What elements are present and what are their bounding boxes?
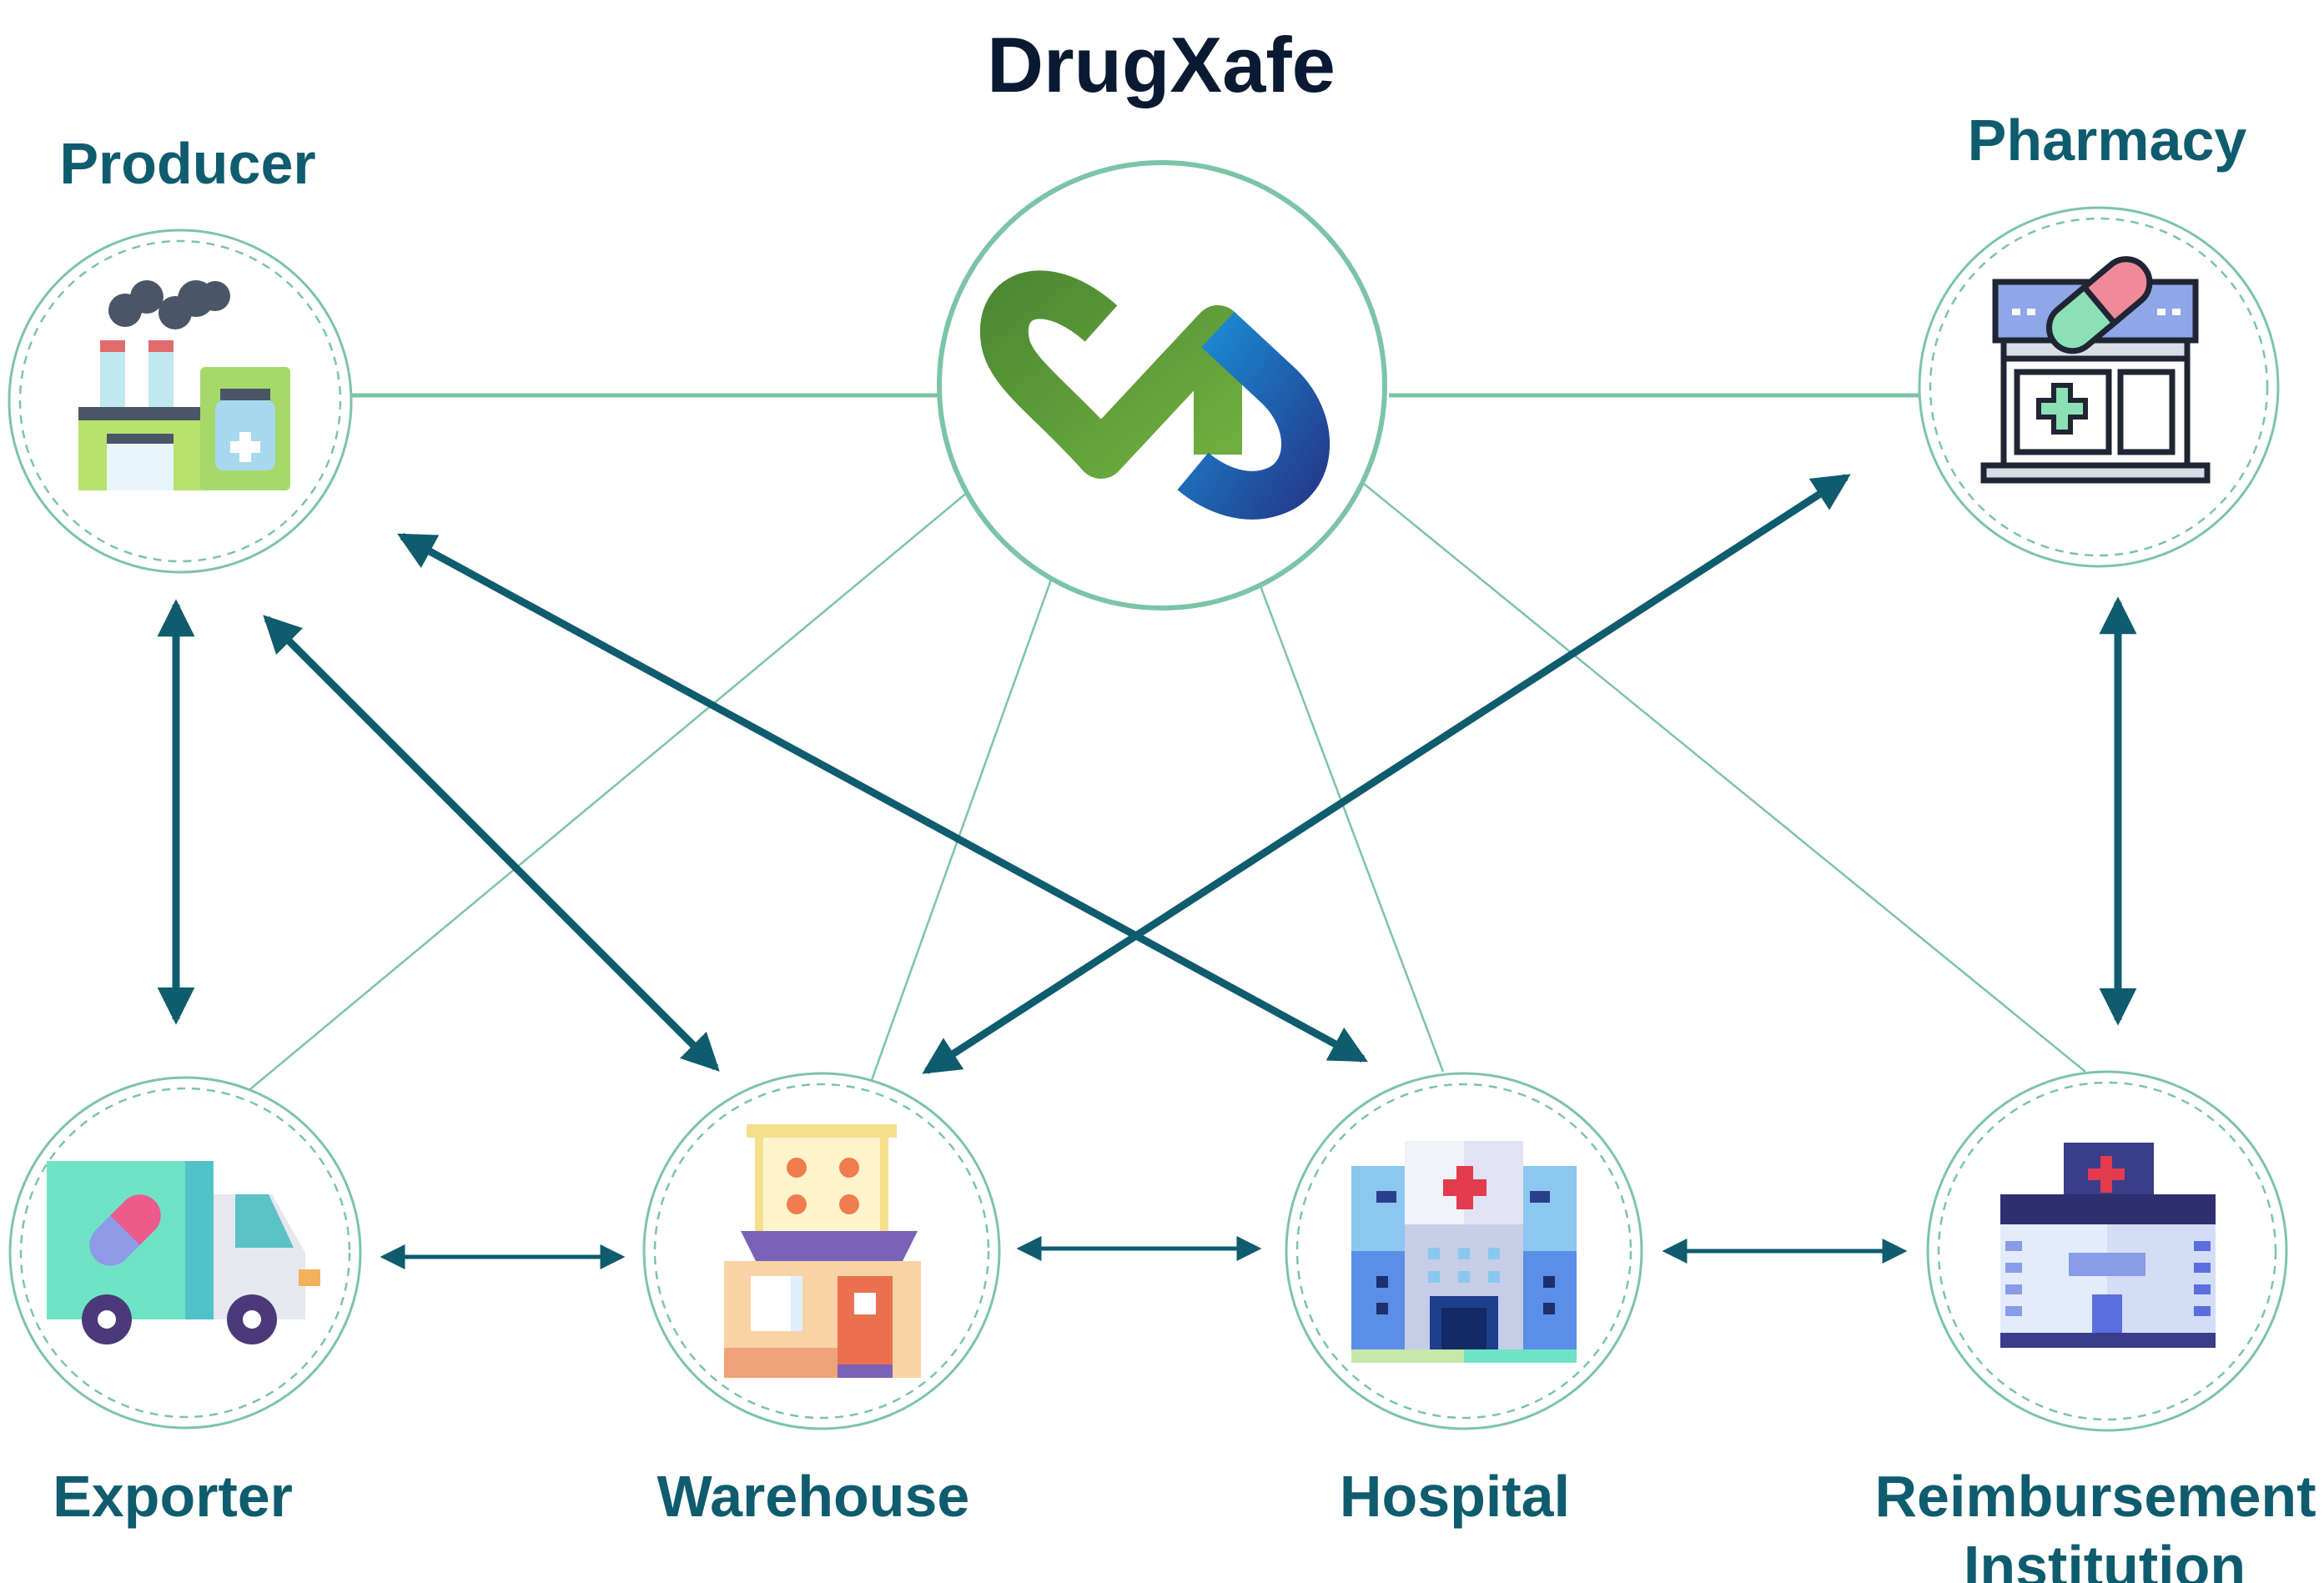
pharmacy-store-icon bbox=[1980, 256, 2211, 484]
arrow-producer-hospital bbox=[397, 533, 1368, 1063]
hub-link-exporter bbox=[245, 491, 968, 1093]
hub-link-hospital bbox=[1258, 583, 1445, 1073]
label-hospital: Hospital bbox=[1340, 1464, 1570, 1529]
node-warehouse bbox=[642, 1072, 1001, 1430]
hub-node bbox=[937, 160, 1387, 611]
node-pharmacy bbox=[1918, 206, 2280, 568]
node-exporter bbox=[8, 1076, 362, 1430]
label-pharmacy: Pharmacy bbox=[1968, 108, 2247, 173]
hub-link-reimbursement bbox=[1363, 483, 2086, 1073]
flow-arrows bbox=[157, 474, 2137, 1269]
node-hospital bbox=[1285, 1072, 1643, 1430]
warehouse-icon bbox=[724, 1124, 921, 1378]
drugxafe-logo-icon bbox=[979, 270, 1330, 520]
truck-icon bbox=[47, 1161, 320, 1344]
page-title: DrugXafe bbox=[987, 21, 1336, 108]
government-building-icon bbox=[2000, 1143, 2216, 1348]
hospital-icon bbox=[1351, 1141, 1577, 1363]
node-reimbursement bbox=[1926, 1070, 2288, 1432]
arrow-pharmacy-warehouse bbox=[922, 474, 1851, 1074]
node-producer bbox=[8, 229, 353, 574]
label-warehouse: Warehouse bbox=[657, 1464, 970, 1529]
factory-icon bbox=[78, 280, 290, 490]
label-reimbursement-line2: Institution bbox=[1964, 1534, 2246, 1583]
label-reimbursement-line1: Reimbursement bbox=[1874, 1464, 2316, 1529]
arrow-producer-warehouse bbox=[263, 615, 720, 1072]
label-exporter: Exporter bbox=[53, 1464, 293, 1529]
label-producer: Producer bbox=[59, 131, 315, 196]
